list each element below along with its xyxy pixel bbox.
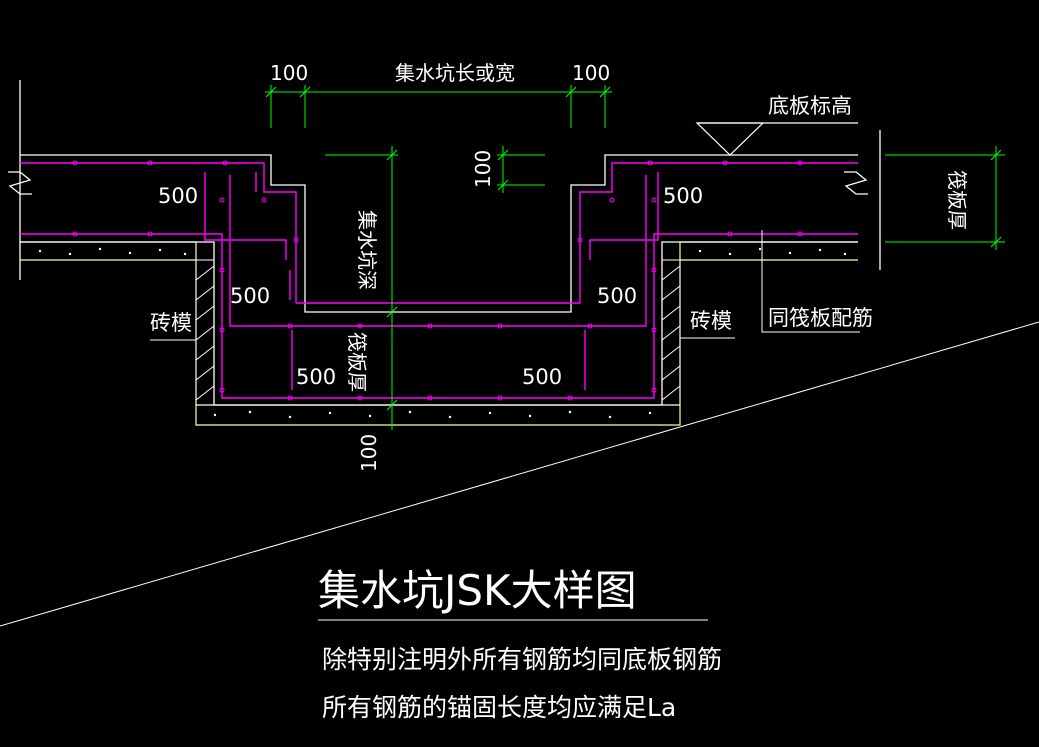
raft-thickness-right-label: 筏板厚: [945, 170, 969, 230]
dimension-lines: [265, 85, 1005, 430]
concrete-outline: [19, 80, 881, 406]
brick-form-left-label: 砖模: [150, 311, 192, 335]
dim-100-bottom-label: 100: [357, 434, 381, 472]
brick-form-right-hatch: [661, 259, 681, 406]
brick-form-left-hatch: [195, 259, 215, 406]
elevation-marker: [695, 122, 858, 156]
drawing-title: 集水坑JSK大样图: [318, 566, 637, 615]
note-line-1: 除特别注明外所有钢筋均同底板钢筋: [322, 645, 722, 674]
dim-500-bottom-left-label: 500: [296, 365, 336, 389]
same-as-raft-rebar-label: 同筏板配筋: [768, 306, 873, 330]
dim-100-step-label: 100: [471, 150, 495, 188]
rebar-lines: [20, 162, 858, 399]
dim-500-top-right-label: 500: [663, 184, 703, 208]
leader-lines: [150, 230, 860, 341]
cushion-speckles: [38, 247, 847, 419]
dim-500-top-left-label: 500: [158, 184, 198, 208]
pit-length-width-label: 集水坑长或宽: [395, 61, 515, 85]
pit-depth-label: 集水坑深: [355, 210, 379, 290]
break-marks: [8, 171, 868, 195]
dim-500-bottom-right-label: 500: [522, 365, 562, 389]
dim-100-right-label: 100: [572, 61, 610, 85]
slab-elevation-label: 底板标高: [768, 94, 852, 118]
rebar-dots: [72, 160, 803, 401]
dim-500-mid-left-label: 500: [230, 284, 270, 308]
dim-100-left-label: 100: [270, 61, 308, 85]
note-line-2: 所有钢筋的锚固长度均应满足La: [322, 693, 676, 722]
dim-500-mid-right-label: 500: [597, 284, 637, 308]
frame-line: [0, 321, 1039, 627]
brick-form-right-label: 砖模: [690, 309, 732, 333]
raft-thickness-bottom-label: 筏板厚: [345, 332, 369, 392]
